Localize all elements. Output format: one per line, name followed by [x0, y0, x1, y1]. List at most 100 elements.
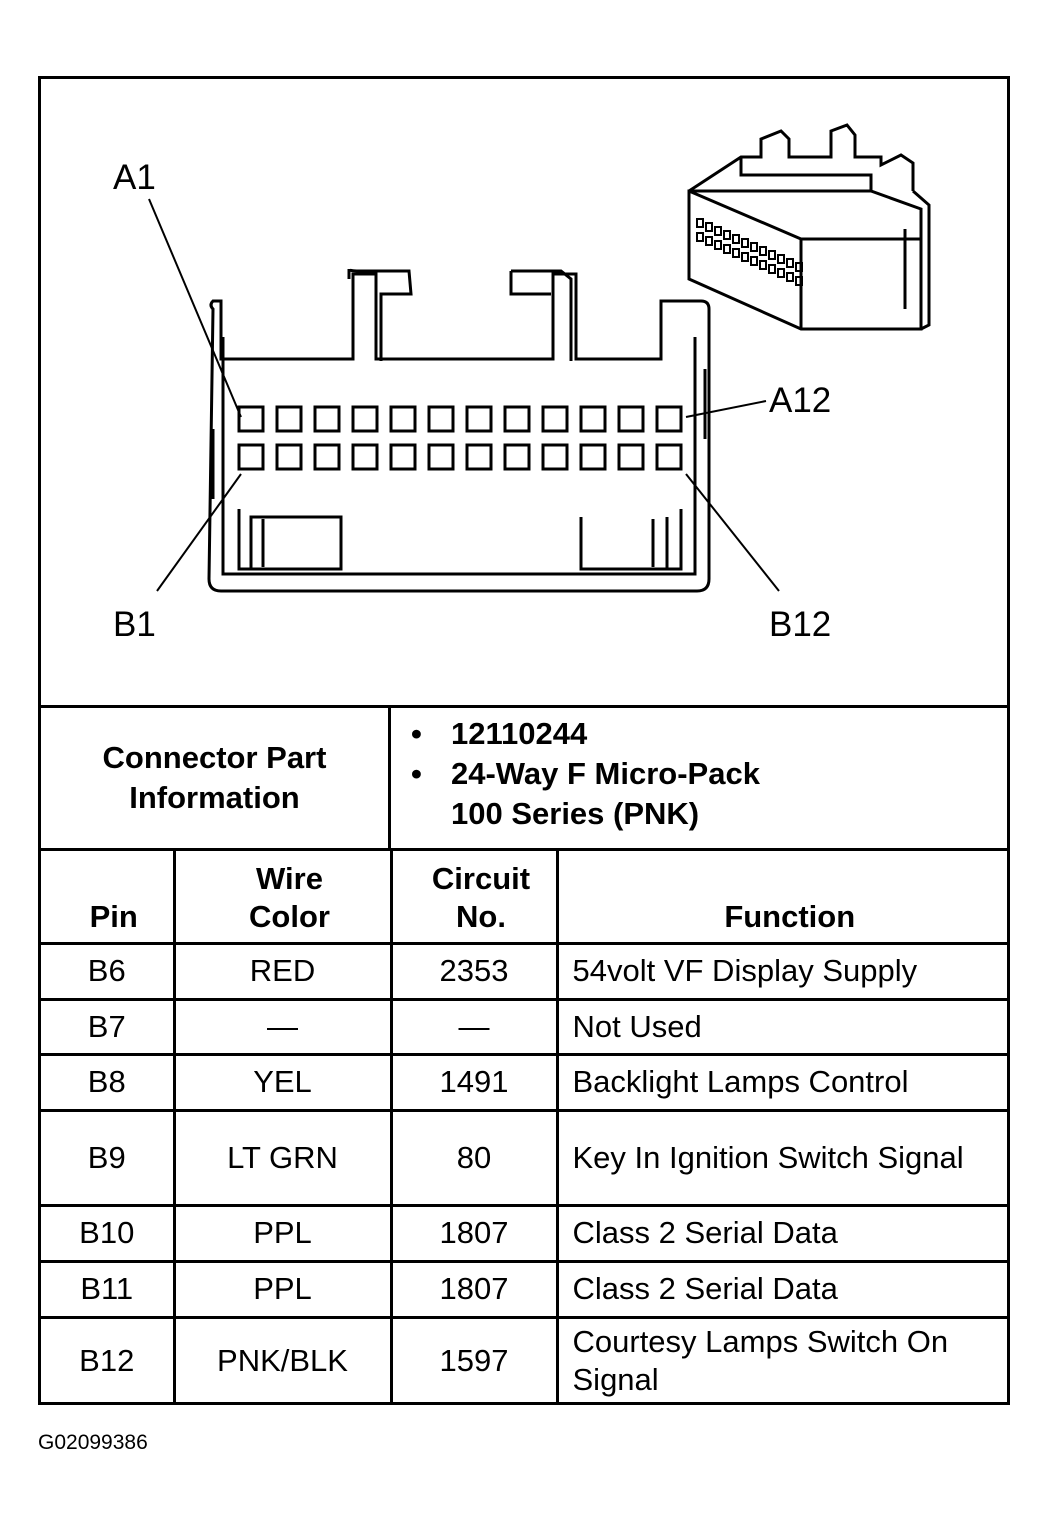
- iso-cavity: [768, 264, 776, 274]
- iso-cavity: [750, 256, 758, 266]
- cell-wire-color: LT GRN: [172, 1108, 393, 1207]
- cell-wire-color: PNK/BLK: [172, 1315, 393, 1403]
- header-pin: Pin: [41, 851, 176, 945]
- cell-pin: B12: [41, 1315, 176, 1403]
- iso-cavity: [732, 248, 740, 258]
- table-row: B11 PPL 1807 Class 2 Serial Data: [41, 1259, 1007, 1319]
- cell-wire-color: —: [172, 997, 393, 1056]
- header-function: Function: [555, 851, 1007, 945]
- cell-function: 54volt VF Display Supply: [555, 941, 1007, 1001]
- cavity-b2: [275, 443, 303, 471]
- cavity-b5: [389, 443, 417, 471]
- cell-pin: B11: [41, 1259, 176, 1319]
- cavity-a9: [541, 405, 569, 433]
- table-row: B6 RED 2353 54volt VF Display Supply: [41, 941, 1007, 1001]
- iso-cavity: [786, 258, 794, 268]
- cavity-b3: [313, 443, 341, 471]
- iso-cavity: [732, 234, 740, 244]
- cavity-a6: [427, 405, 455, 433]
- label-a12: A12: [769, 381, 831, 420]
- cell-circuit: 1597: [389, 1315, 559, 1403]
- table-row: B12 PNK/BLK 1597 Courtesy Lamps Switch O…: [41, 1315, 1007, 1403]
- leader-a12: [685, 400, 767, 418]
- cell-function: Class 2 Serial Data: [555, 1259, 1007, 1319]
- connector-type: 24-Way F Micro-Pack: [411, 754, 1007, 794]
- connector-series: 100 Series (PNK): [451, 796, 700, 831]
- iso-cavity: [777, 268, 785, 278]
- iso-cavity: [759, 260, 767, 270]
- leader-a1: [148, 198, 242, 418]
- cavity-a3: [313, 405, 341, 433]
- iso-cavity: [705, 222, 713, 232]
- iso-cavity: [750, 242, 758, 252]
- iso-cavity: [795, 262, 803, 272]
- cavity-b6: [427, 443, 455, 471]
- iso-cavity: [741, 252, 749, 262]
- cavity-b9: [541, 443, 569, 471]
- cavity-a10: [579, 405, 607, 433]
- iso-cavity: [714, 240, 722, 250]
- cavity-a11: [617, 405, 645, 433]
- cell-function: Key In Ignition Switch Signal: [555, 1108, 1007, 1207]
- iso-cavity: [795, 276, 803, 286]
- connector-body-outline: [207, 272, 711, 593]
- table-row: B9 LT GRN 80 Key In Ignition Switch Sign…: [41, 1108, 1007, 1207]
- cell-wire-color: PPL: [172, 1259, 393, 1319]
- latch-left: [347, 268, 413, 361]
- guide-left: [237, 509, 343, 571]
- guide-right: [579, 509, 683, 571]
- connector-isometric-illustration: [687, 123, 931, 331]
- latch-right: [509, 269, 573, 361]
- diagram-frame: A1 A12 B1 B12 Connector Part Information…: [38, 76, 1010, 1405]
- cell-circuit: 80: [389, 1108, 559, 1207]
- iso-cavity: [705, 236, 713, 246]
- iso-cavity: [723, 230, 731, 240]
- iso-cavity: [696, 232, 704, 242]
- iso-cavity: [741, 238, 749, 248]
- cell-pin: B9: [41, 1108, 176, 1207]
- cavity-a4: [351, 405, 379, 433]
- cell-wire-color: RED: [172, 941, 393, 1001]
- cell-wire-color: YEL: [172, 1052, 393, 1112]
- cell-pin: B10: [41, 1203, 176, 1263]
- connector-part-number: 12110244: [411, 714, 1007, 754]
- connector-info-list: 12110244 24-Way F Micro-Pack 100 Series …: [391, 708, 1007, 848]
- isometric-cavities: [696, 218, 803, 286]
- label-a1: A1: [113, 158, 156, 197]
- cell-function: Class 2 Serial Data: [555, 1203, 1007, 1263]
- cavity-a5: [389, 405, 417, 433]
- cavity-a12: [655, 405, 683, 433]
- table-row: B8 YEL 1491 Backlight Lamps Control: [41, 1052, 1007, 1112]
- cavity-b7: [465, 443, 493, 471]
- cavity-a2: [275, 405, 303, 433]
- iso-cavity: [768, 250, 776, 260]
- cell-wire-color: PPL: [172, 1203, 393, 1263]
- cavity-b4: [351, 443, 379, 471]
- cell-pin: B6: [41, 941, 176, 1001]
- cavity-b11: [617, 443, 645, 471]
- cell-circuit: 1807: [389, 1203, 559, 1263]
- cell-pin: B8: [41, 1052, 176, 1112]
- iso-cavity: [723, 244, 731, 254]
- cavity-b12: [655, 443, 683, 471]
- cavity-a8: [503, 405, 531, 433]
- table-row: B10 PPL 1807 Class 2 Serial Data: [41, 1203, 1007, 1263]
- cell-circuit: 2353: [389, 941, 559, 1001]
- cell-circuit: 1491: [389, 1052, 559, 1112]
- cell-function: Courtesy Lamps Switch On Signal: [555, 1315, 1007, 1403]
- cavity-b1: [237, 443, 265, 471]
- connector-diagram: A1 A12 B1 B12: [113, 123, 931, 644]
- table-row: B7 — — Not Used: [41, 997, 1007, 1056]
- cell-function: Not Used: [555, 997, 1007, 1056]
- cavity-b8: [503, 443, 531, 471]
- terminal-cavities: [237, 405, 683, 471]
- cavity-a7: [465, 405, 493, 433]
- connector-part-information: Connector Part Information 12110244 24-W…: [41, 705, 1007, 851]
- leader-b12: [685, 473, 780, 592]
- iso-cavity: [777, 254, 785, 264]
- iso-cavity: [696, 218, 704, 228]
